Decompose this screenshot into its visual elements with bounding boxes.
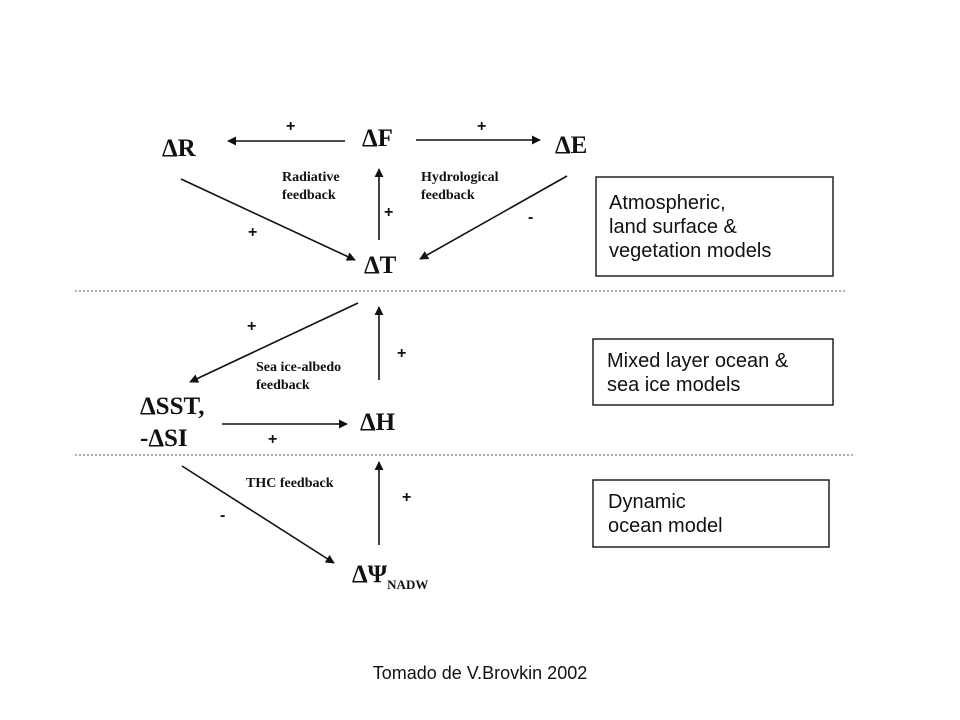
node-delta-sst: ΔSST, [140, 393, 205, 420]
sign-r-to-t: + [248, 224, 257, 241]
box-atmospheric-models [595, 176, 834, 277]
sign-t-to-f: + [384, 204, 393, 221]
arrow-e-to-t [419, 175, 568, 260]
arrow-r-to-t [180, 178, 356, 261]
box-dynamic-ocean-model [592, 479, 830, 548]
arrow-t-to-sst [189, 302, 359, 383]
node-delta-f: ΔF [362, 125, 393, 152]
node-delta-e: ΔE [555, 132, 587, 159]
sign-sst-to-psi: - [220, 507, 225, 524]
sign-f-to-e: + [477, 118, 486, 135]
sign-psi-up: + [402, 489, 411, 506]
label-thc-feedback: THC feedback [246, 476, 334, 491]
sign-t-to-sst: + [247, 318, 256, 335]
source-caption: Tomado de V.Brovkin 2002 [372, 663, 588, 683]
node-delta-si: -ΔSI [140, 425, 188, 452]
node-delta-r: ΔR [162, 135, 197, 162]
sign-sst-to-h: + [268, 431, 277, 448]
label-hydrological-feedback: Hydrological feedback [421, 170, 502, 203]
node-delta-psi: ΔΨNADW [352, 561, 428, 592]
label-sea-ice-albedo-feedback: Sea ice-albedo feedback [256, 360, 345, 393]
sign-h-up: + [397, 345, 406, 362]
sign-f-to-r: + [286, 118, 295, 135]
label-radiative-feedback: Radiative feedback [282, 170, 343, 203]
node-delta-t: ΔT [364, 252, 397, 279]
arrow-sst-to-psi [181, 465, 335, 564]
sign-e-to-t: - [528, 209, 533, 226]
box-atmospheric-text: Atmospheric, land surface & vegetation m… [609, 192, 771, 262]
box-dynamic-text: Dynamic ocean model [608, 491, 723, 537]
box-mixed-layer-text: Mixed layer ocean & sea ice models [607, 350, 794, 396]
node-delta-h: ΔH [360, 409, 396, 436]
box-mixed-layer-models [592, 338, 834, 406]
